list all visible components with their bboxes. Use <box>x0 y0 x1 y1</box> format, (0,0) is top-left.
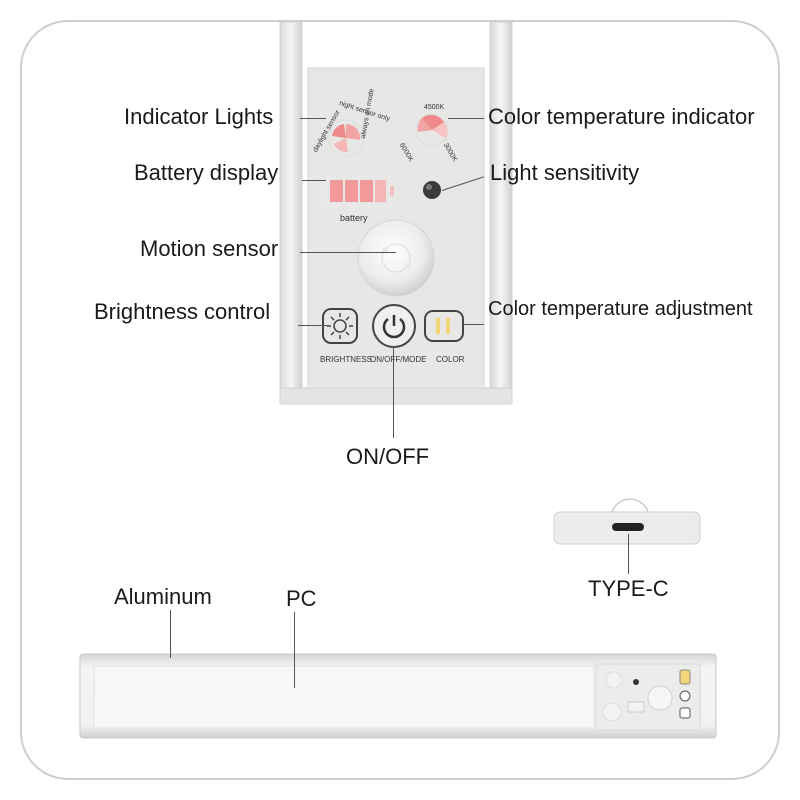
callout-color-temperature-indicator: Color temperature indicator <box>488 104 755 129</box>
callout-indicator-lights: Indicator Lights <box>124 104 274 129</box>
leader-indicator-lights <box>300 118 326 119</box>
battery-label: battery <box>340 213 368 223</box>
power-icon <box>382 315 406 339</box>
leader-color-temperature-adjustment <box>462 324 484 325</box>
power-button-label: ON/OFF/MODE <box>370 355 427 364</box>
callout-light-sensitivity: Light sensitivity <box>490 160 640 185</box>
callout-battery-display: Battery display <box>134 160 279 185</box>
callout-pc: PC <box>286 586 317 611</box>
sun-icon <box>327 313 353 339</box>
leader-brightness-control <box>298 325 328 326</box>
callout-brightness-control: Brightness control <box>94 299 271 324</box>
temp-label-4500: 4500K <box>424 104 445 111</box>
callout-type-c: TYPE-C <box>588 576 669 601</box>
color-button[interactable] <box>424 310 464 342</box>
outer-rounded-frame <box>20 20 780 780</box>
callout-color-temperature-adjustment: Color temperature adjustment <box>488 298 753 320</box>
leader-battery-display <box>302 180 326 181</box>
color-button-label: COLOR <box>436 355 465 364</box>
leader-type-c <box>628 534 629 574</box>
leader-color-temperature-indicator <box>448 118 484 119</box>
brightness-button-label: BRIGHTNESS <box>320 355 373 364</box>
callout-aluminum: Aluminum <box>114 584 212 609</box>
brightness-button[interactable] <box>322 308 358 344</box>
leader-pc <box>294 612 295 688</box>
leader-on-off <box>393 346 394 438</box>
power-button[interactable] <box>372 304 416 348</box>
leader-motion-sensor <box>300 252 396 253</box>
callout-on-off: ON/OFF <box>346 444 430 469</box>
leader-aluminum <box>170 610 171 658</box>
callout-motion-sensor: Motion sensor <box>140 236 279 261</box>
color-bars-icon <box>436 318 450 334</box>
